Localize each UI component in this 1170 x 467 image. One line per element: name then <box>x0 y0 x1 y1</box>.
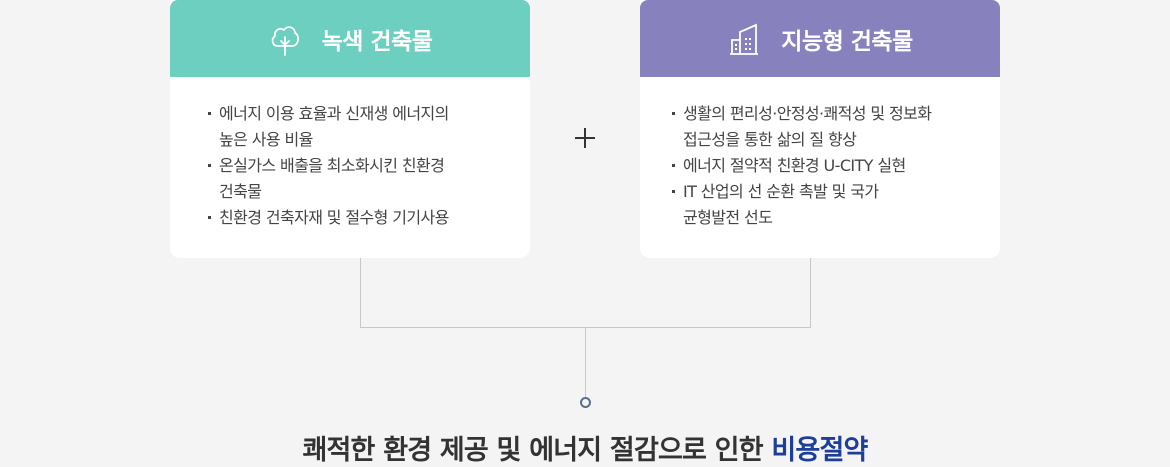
connector-right <box>810 258 811 328</box>
green-building-title: 녹색 건축물 <box>321 28 433 55</box>
smart-building-list: 생활의 편리성·안정성·쾌적성 및 정보화 접근성을 통한 삶의 질 향상 에너… <box>640 77 1000 231</box>
list-item: 에너지 절약적 친환경 U-CITY 실현 <box>672 153 1000 179</box>
green-building-list: 에너지 이용 효율과 신재생 에너지의 높은 사용 비율 온실가스 배출을 최소… <box>170 77 530 231</box>
result-statement: 쾌적한 환경 제공 및 에너지 절감으로 인한 비용절약 <box>0 428 1170 467</box>
connector-left <box>360 258 361 328</box>
green-building-header: 녹색 건축물 <box>170 0 530 77</box>
list-item: 온실가스 배출을 최소화시킨 친환경 건축물 <box>208 153 530 205</box>
tree-icon <box>268 22 302 56</box>
list-item: IT 산업의 선 순환 촉발 및 국가 균형발전 선도 <box>672 179 1000 231</box>
connector-node <box>580 397 591 408</box>
connector-center <box>585 327 586 397</box>
smart-building-title: 지능형 건축물 <box>781 28 913 55</box>
result-text: 쾌적한 환경 제공 및 에너지 절감으로 인한 <box>302 435 772 466</box>
list-item: 생활의 편리성·안정성·쾌적성 및 정보화 접근성을 통한 삶의 질 향상 <box>672 101 1000 153</box>
smart-building-card: 지능형 건축물 생활의 편리성·안정성·쾌적성 및 정보화 접근성을 통한 삶의… <box>640 0 1000 258</box>
list-item: 에너지 이용 효율과 신재생 에너지의 높은 사용 비율 <box>208 101 530 153</box>
result-highlight: 비용절약 <box>771 435 868 466</box>
green-building-card: 녹색 건축물 에너지 이용 효율과 신재생 에너지의 높은 사용 비율 온실가스… <box>170 0 530 258</box>
building-icon <box>727 22 761 56</box>
smart-building-header: 지능형 건축물 <box>640 0 1000 77</box>
plus-icon <box>575 128 595 148</box>
list-item: 친환경 건축자재 및 절수형 기기사용 <box>208 205 530 231</box>
